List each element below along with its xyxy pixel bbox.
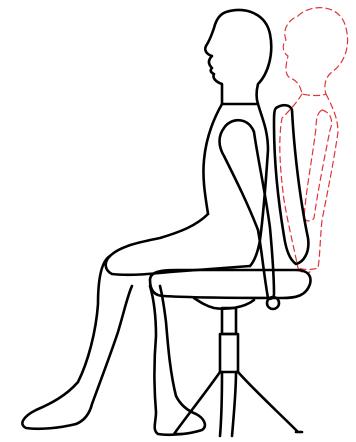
thigh-outline: [106, 214, 250, 275]
arm-outline: [220, 120, 275, 299]
head-outline: [205, 10, 271, 104]
front-leg-outline: [150, 286, 205, 435]
reclined-head-outline: [283, 8, 347, 96]
chair-column-lower: [220, 334, 238, 372]
chair-column: [222, 308, 236, 334]
chair-base: [174, 372, 302, 436]
chair-backrest: [274, 105, 308, 264]
torso-outline: [203, 104, 268, 266]
seated-figure: [22, 10, 310, 436]
reclined-posture-outline: [280, 8, 348, 273]
chair-seat: [150, 270, 310, 298]
reclined-arm-outline: [304, 110, 332, 221]
back-leg-outline: [22, 256, 132, 429]
